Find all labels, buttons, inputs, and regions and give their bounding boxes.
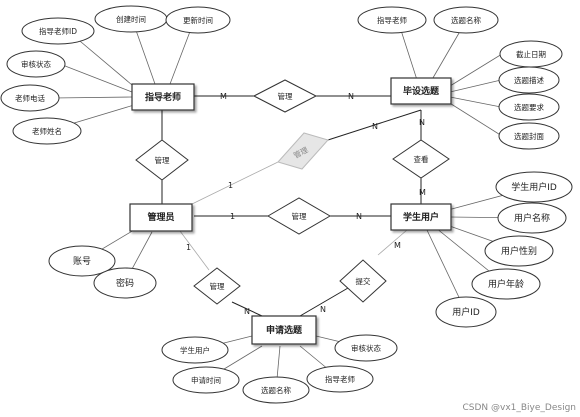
svg-text:审核状态: 审核状态 [351, 343, 381, 353]
svg-text:学生用户: 学生用户 [180, 345, 210, 355]
attr-application-student: 学生用户 [161, 336, 229, 364]
attr-topic-cover: 选题封面 [498, 122, 560, 150]
entity-student: 学生用户 [390, 203, 452, 231]
card-student-application-n: N [320, 305, 326, 314]
svg-text:申请时间: 申请时间 [191, 375, 221, 385]
attr-student-name: 用户名称 [497, 202, 567, 234]
svg-text:更新时间: 更新时间 [183, 15, 213, 25]
svg-text:账号: 账号 [73, 256, 91, 267]
attr-admin-account: 账号 [48, 245, 116, 277]
svg-text:用户ID: 用户ID [452, 306, 480, 318]
card-admin-application-1: 1 [186, 243, 191, 252]
svg-text:用户性别: 用户性别 [501, 245, 537, 257]
attr-application-time: 申请时间 [172, 366, 240, 394]
svg-text:选题要求: 选题要求 [514, 102, 544, 112]
card-admin-topic-n: N [372, 122, 378, 131]
svg-text:管理员: 管理员 [147, 211, 174, 223]
svg-text:创建时间: 创建时间 [116, 14, 146, 24]
card-advisor-topic-m: M [220, 92, 227, 101]
svg-text:选题描述: 选题描述 [514, 75, 544, 85]
svg-text:指导老师: 指导老师 [325, 374, 355, 384]
card-advisor-topic-n: N [348, 92, 354, 101]
relation-admin-student: 管理 [267, 197, 331, 235]
card-admin-student-1: 1 [230, 212, 235, 221]
entity-advisor: 指导老师 [131, 83, 195, 111]
watermark: CSDN @vx1_Biye_Design [462, 403, 576, 413]
attr-topic-advisor: 指导老师 [357, 6, 427, 34]
svg-text:用户名称: 用户名称 [514, 212, 550, 224]
entity-application: 申请选题 [251, 315, 317, 345]
attr-application-topic-name: 选题名称 [242, 376, 310, 404]
attr-topic-requirements: 选题要求 [498, 93, 560, 121]
svg-text:老师电话: 老师电话 [15, 93, 45, 103]
attr-advisor-phone: 老师电话 [0, 84, 60, 112]
attr-student-user-id: 用户ID [435, 296, 497, 328]
svg-text:老师姓名: 老师姓名 [32, 126, 62, 136]
svg-text:指导老师: 指导老师 [145, 91, 181, 103]
svg-text:截止日期: 截止日期 [516, 49, 546, 59]
svg-text:管理: 管理 [210, 281, 225, 291]
svg-text:选题名称: 选题名称 [451, 15, 481, 25]
svg-text:指导老师ID: 指导老师ID [39, 26, 77, 36]
attr-student-id: 学生用户ID [495, 171, 573, 203]
svg-text:选题名称: 选题名称 [261, 385, 291, 395]
svg-text:毕设选题: 毕设选题 [403, 85, 440, 97]
card-admin-application-n: N [244, 307, 250, 316]
attr-topic-description: 选题描述 [498, 66, 560, 94]
relation-advisor-admin: 管理 [135, 139, 189, 181]
relation-admin-topic: 管理 [277, 132, 329, 170]
card-student-application-m: M [394, 241, 401, 250]
attr-advisor-created-time: 创建时间 [94, 5, 168, 33]
svg-text:用户年龄: 用户年龄 [488, 278, 524, 290]
attr-student-gender: 用户性别 [484, 235, 554, 267]
attr-topic-deadline: 截止日期 [499, 40, 563, 68]
relation-admin-application: 管理 [193, 267, 241, 305]
entity-topic: 毕设选题 [390, 77, 452, 105]
relation-topic-student: 查看 [392, 139, 450, 179]
attr-student-age: 用户年龄 [471, 268, 541, 300]
attr-advisor-id: 指导老师ID [21, 17, 95, 45]
svg-text:选题封面: 选题封面 [514, 131, 544, 141]
attr-admin-password: 密码 [93, 267, 157, 299]
relation-student-application: 提交 [339, 259, 387, 303]
card-admin-topic-1: 1 [228, 181, 233, 190]
svg-text:审核状态: 审核状态 [21, 59, 51, 69]
svg-text:管理: 管理 [278, 91, 293, 101]
attr-application-advisor: 指导老师 [306, 365, 374, 393]
svg-text:学生用户ID: 学生用户ID [511, 181, 557, 193]
attr-advisor-name: 老师姓名 [12, 117, 82, 145]
entity-admin: 管理员 [129, 203, 193, 232]
cardinality-labels: M N N 1 N M 1 N 1 N M N [186, 92, 426, 316]
attr-advisor-updated-time: 更新时间 [165, 6, 231, 34]
svg-text:管理: 管理 [292, 211, 307, 221]
relation-advisor-topic: 管理 [252, 79, 318, 113]
card-admin-student-n: N [356, 212, 362, 221]
attr-topic-name: 选题名称 [433, 6, 499, 34]
svg-text:学生用户: 学生用户 [403, 211, 439, 223]
card-topic-student-m: M [419, 188, 426, 197]
svg-text:管理: 管理 [155, 155, 170, 165]
svg-text:查看: 查看 [414, 154, 429, 164]
svg-text:申请选题: 申请选题 [266, 324, 303, 336]
attr-application-review-status: 审核状态 [334, 334, 398, 362]
card-topic-student-n: N [419, 118, 425, 127]
svg-text:密码: 密码 [116, 277, 134, 289]
attr-advisor-review-status: 审核状态 [6, 50, 66, 78]
svg-text:指导老师: 指导老师 [377, 15, 407, 25]
svg-text:提交: 提交 [356, 276, 371, 286]
